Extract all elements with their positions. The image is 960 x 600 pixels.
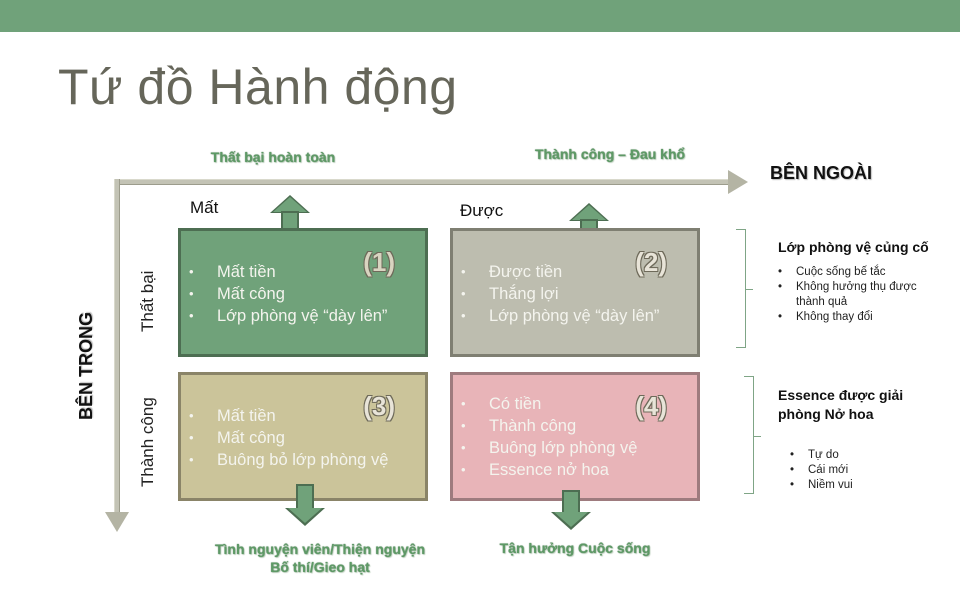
side-note-1-list: •Cuộc sống bế tắc •Không hưởng thụ được … (778, 265, 958, 325)
side-note-2-list: •Tự do •Cái mới •Niềm vui (790, 448, 940, 493)
arrow-down-icon (551, 490, 591, 534)
list-item: •Essence nở hoa (461, 461, 609, 479)
list-item: •Buông lớp phòng vệ (461, 439, 638, 457)
quadrant-2: •Được tiền •Thắng lợi •Lớp phòng vệ “dày… (450, 228, 700, 357)
row-label-failure: Thất bại (138, 270, 157, 332)
list-item: •Không hưởng thụ được thành quả (778, 281, 917, 308)
list-item: •Cái mới (790, 464, 849, 476)
outcome-top-right: Thành công – Đau khổ (534, 146, 686, 162)
arrow-down-icon (285, 484, 325, 528)
quadrant-number: (2) (635, 247, 667, 277)
list-item: •Mất tiền (189, 407, 276, 425)
vertical-axis (114, 179, 120, 515)
list-item: •Mất tiền (189, 263, 276, 281)
list-item: •Cuộc sống bế tắc (778, 266, 886, 278)
outcome-bottom-left-line1: Tình nguyện viên/Thiện nguyện (214, 541, 425, 557)
list-item: •Buông bỏ lớp phòng vệ (189, 451, 389, 469)
side-note-2-title: Essence được giải phòng Nở hoa (778, 387, 904, 422)
outcome-bottom-left-line2: Bố thí/Gieo hạt (270, 559, 370, 575)
quadrant-1-list: •Mất tiền •Mất công •Lớp phòng vệ “dày l… (189, 261, 387, 327)
outcome-top-left: Thất bại hoàn toàn (210, 149, 336, 165)
horizontal-axis (114, 179, 734, 185)
right-brace-top (736, 229, 753, 348)
quadrant-3-list: •Mất tiền •Mất công •Buông bỏ lớp phòng … (189, 405, 388, 471)
vertical-axis-title: BÊN TRONG (76, 312, 96, 420)
side-note-1-title: Lớp phòng vệ củng cố (778, 239, 929, 255)
quadrant-3: •Mất tiền •Mất công •Buông bỏ lớp phòng … (178, 372, 428, 501)
list-item: •Thắng lợi (461, 285, 559, 303)
quadrant-1: •Mất tiền •Mất công •Lớp phòng vệ “dày l… (178, 228, 428, 357)
vertical-axis-arrow-icon (105, 512, 129, 532)
quadrant-4: •Có tiền •Thành công •Buông lớp phòng vệ… (450, 372, 700, 501)
list-item: •Có tiền (461, 395, 542, 413)
column-label-gain: Được (460, 201, 504, 220)
horizontal-axis-arrow-icon (728, 170, 748, 194)
quadrant-4-list: •Có tiền •Thành công •Buông lớp phòng vệ… (461, 393, 637, 481)
list-item: •Tự do (790, 449, 839, 461)
list-item: •Không thay đổi (778, 311, 873, 323)
list-item: •Mất công (189, 429, 285, 447)
outcome-bottom-right: Tận hưởng Cuộc sống (499, 540, 651, 556)
right-brace-bottom (744, 376, 761, 494)
list-item: •Được tiền (461, 263, 563, 281)
list-item: •Lớp phòng vệ “dày lên” (189, 307, 388, 325)
list-item: •Thành công (461, 417, 577, 435)
column-label-lose: Mất (190, 198, 219, 217)
list-item: •Lớp phòng vệ “dày lên” (461, 307, 660, 325)
page-title: Tứ đồ Hành động (58, 59, 458, 115)
horizontal-axis-title: BÊN NGOÀI (770, 163, 873, 183)
list-item: •Mất công (189, 285, 285, 303)
quadrant-number: (4) (635, 391, 667, 421)
quadrant-number: (3) (363, 391, 395, 421)
row-label-success: Thành công (138, 397, 157, 487)
list-item: •Niềm vui (790, 479, 853, 491)
quadrant-number: (1) (363, 247, 395, 277)
quadrant-2-list: •Được tiền •Thắng lợi •Lớp phòng vệ “dày… (461, 261, 659, 327)
top-banner (0, 0, 960, 32)
